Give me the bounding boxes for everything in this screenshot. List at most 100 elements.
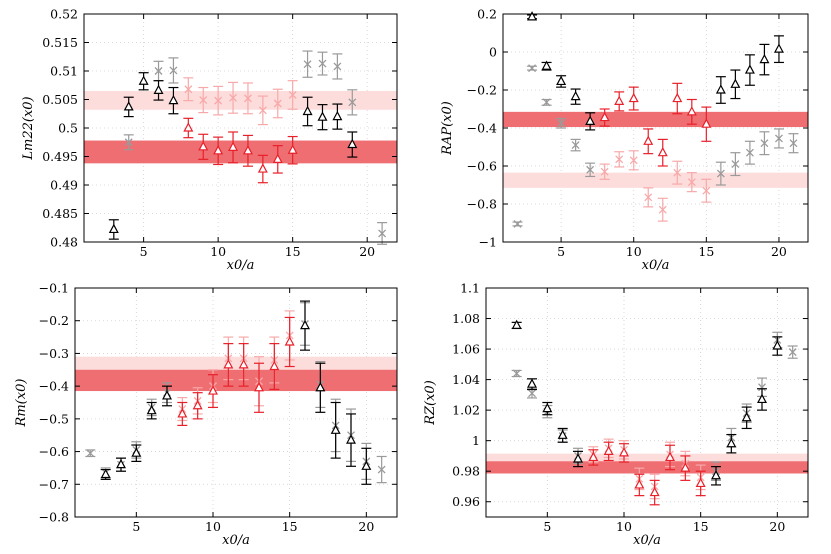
data-point-tri_black <box>557 427 568 443</box>
data-point-x_pink <box>183 77 194 102</box>
y-tick-label: −0.2 <box>467 83 497 98</box>
triangle-marker <box>272 153 283 163</box>
y-tick-label: −1 <box>479 235 497 250</box>
data-point-tri_black <box>715 76 726 104</box>
cross-marker <box>716 169 725 178</box>
data-point-tri_black <box>123 96 134 118</box>
triangle-marker <box>686 106 697 116</box>
data-point-tri_black <box>556 75 567 88</box>
data-point-tri_black <box>361 447 372 485</box>
data-point-x_gray <box>512 219 523 228</box>
triangle-marker <box>287 144 298 154</box>
data-point-x_pink <box>228 81 239 114</box>
x-tick-label: 15 <box>698 244 714 259</box>
data-point-tri_red <box>649 479 660 506</box>
x-axis-label: x0/a <box>227 258 255 273</box>
y-tick-label: 0 <box>489 45 497 60</box>
data-point-tri_black <box>726 433 737 454</box>
triangle-marker <box>254 382 264 392</box>
triangle-marker <box>238 359 249 369</box>
x-axis-label: x0/a <box>222 533 250 548</box>
data-point-x_gray <box>759 131 770 156</box>
data-point-x_pink <box>701 178 712 203</box>
triangle-marker <box>744 64 755 74</box>
cross-marker <box>124 138 133 147</box>
triangle-marker <box>588 451 599 462</box>
data-point-x_gray <box>527 388 537 399</box>
cross-marker <box>513 219 522 228</box>
cross-marker <box>288 90 297 99</box>
fit-band-light <box>503 172 808 188</box>
triangle-marker <box>585 115 596 125</box>
triangle-marker <box>162 390 172 400</box>
triangle-marker <box>541 60 552 70</box>
triangle-marker <box>757 393 767 404</box>
plot-frame <box>485 287 809 518</box>
data-point-tri_red <box>588 449 599 466</box>
data-point-tri_black <box>131 444 142 462</box>
x-tick-label: 10 <box>205 519 221 534</box>
y-tick-label: 0.485 <box>42 206 78 221</box>
triangle-marker <box>711 470 721 480</box>
data-point-x_gray <box>317 51 328 76</box>
data-point-tri_black <box>573 450 583 468</box>
x-tick-label: 10 <box>626 244 642 259</box>
y-tick-label: 0.2 <box>477 7 497 22</box>
data-point-x_gray <box>153 60 164 82</box>
data-point-tri_red <box>284 316 295 368</box>
triangle-marker <box>146 404 157 415</box>
triangle-marker <box>570 90 581 101</box>
cross-marker <box>258 106 267 115</box>
cross-marker <box>542 98 551 107</box>
data-point-tri_black <box>585 112 596 131</box>
triangle-marker <box>619 447 629 457</box>
x-tick-label: 10 <box>616 519 632 534</box>
data-point-tri_red <box>254 362 264 413</box>
triangle-marker <box>208 385 218 395</box>
data-point-tri_red <box>287 135 298 165</box>
data-point-x_gray <box>527 64 538 73</box>
triangle-marker <box>634 479 645 489</box>
triangle-marker <box>527 378 537 388</box>
data-point-x_gray <box>715 161 726 186</box>
triangle-marker <box>177 408 188 418</box>
y-axis-label: RAP(x0) <box>440 101 455 156</box>
cross-marker <box>586 165 595 174</box>
triangle-marker <box>213 145 224 155</box>
x-tick-label: 5 <box>132 519 140 534</box>
triangle-marker <box>701 118 712 128</box>
data-point-tri_red <box>238 343 249 387</box>
cross-marker <box>600 167 609 176</box>
data-point-x_gray <box>730 152 741 177</box>
data-point-x_pink <box>257 95 268 126</box>
data-point-x_pink <box>614 151 625 168</box>
triangle-marker <box>315 382 326 392</box>
x-tick-label: 20 <box>359 244 375 259</box>
triangle-marker <box>153 84 164 94</box>
y-tick-label: −0.4 <box>39 379 69 394</box>
cross-marker <box>731 160 740 169</box>
y-tick-label: 0.98 <box>452 464 480 479</box>
triangle-marker <box>649 486 660 497</box>
cross-marker <box>348 98 357 107</box>
triangle-marker <box>680 462 691 472</box>
data-point-x_pink <box>198 86 209 114</box>
y-tick-label: 1.08 <box>452 311 480 326</box>
data-point-x_gray <box>773 128 784 149</box>
triangle-marker <box>198 141 209 151</box>
fit-band-dark <box>75 369 397 392</box>
data-point-x_pink <box>272 88 283 119</box>
data-point-x_gray <box>347 89 358 116</box>
data-point-tri_black <box>527 378 537 391</box>
data-point-tri_red <box>665 444 675 471</box>
data-point-x_gray <box>787 345 798 359</box>
data-point-tri_black <box>527 11 538 21</box>
data-point-x_gray <box>332 53 343 80</box>
y-tick-label: −0.3 <box>39 346 69 361</box>
x-tick-label: 10 <box>210 244 226 259</box>
data-point-tri_black <box>347 131 358 158</box>
triangle-marker <box>100 468 111 479</box>
data-point-x_gray <box>123 134 134 151</box>
